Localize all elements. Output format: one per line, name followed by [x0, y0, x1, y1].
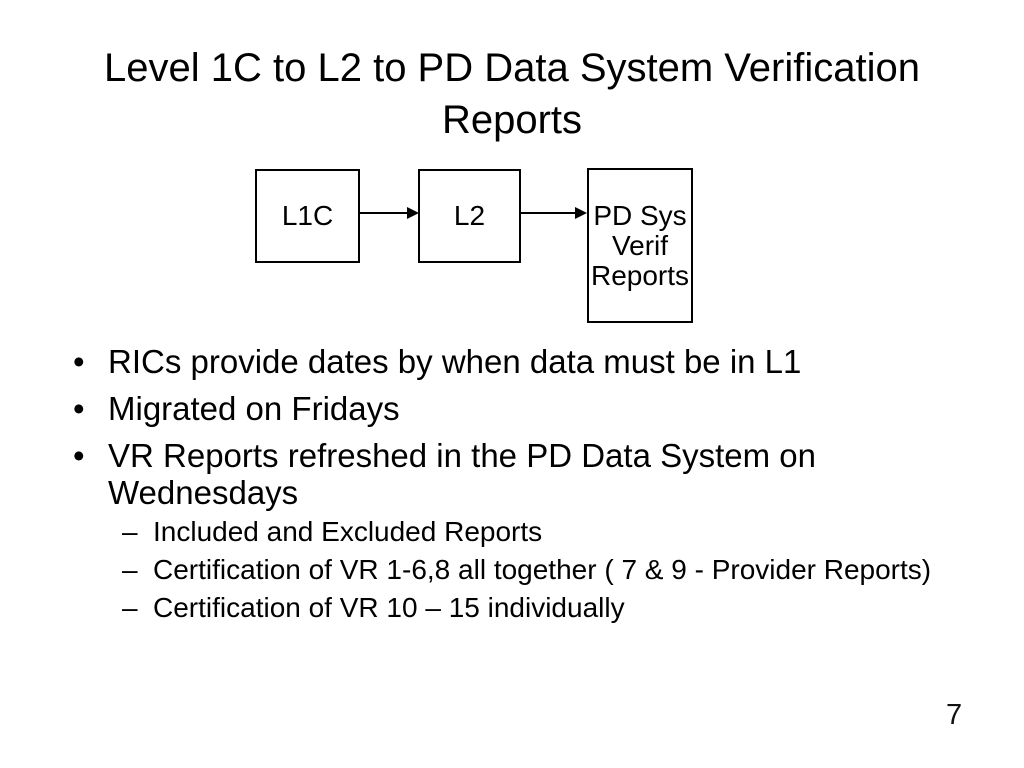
bullet-icon: •: [73, 437, 85, 474]
list-item: • VR Reports refreshed in the PD Data Sy…: [73, 437, 873, 511]
diagram-box-l2: L2: [418, 169, 521, 263]
bullet-icon: •: [73, 343, 85, 380]
sub-bullet-text: Included and Excluded Reports: [153, 516, 543, 547]
bullet-text: Migrated on Fridays: [108, 390, 400, 427]
arrow-head: [575, 207, 587, 219]
bullet-list: • RICs provide dates by when data must b…: [73, 343, 873, 521]
dash-bullet-icon: –: [122, 592, 138, 623]
slide-page-number: 7: [946, 699, 963, 731]
arrow-right-icon: [521, 207, 587, 219]
list-item: • Migrated on Fridays: [73, 390, 873, 427]
sub-bullet-text: Certification of VR 1-6,8 all together (…: [153, 554, 932, 585]
dash-bullet-icon: –: [122, 516, 138, 547]
bullet-icon: •: [73, 390, 85, 427]
bullet-text: VR Reports refreshed in the PD Data Syst…: [108, 437, 816, 511]
dash-bullet-icon: –: [122, 554, 138, 585]
diagram-box-l1c-label: L1C: [281, 200, 334, 231]
arrow-head: [407, 207, 419, 219]
arrow-shaft: [521, 212, 576, 214]
diagram-box-l2-label: L2: [453, 200, 486, 231]
diagram-box-pd-label-line3: Reports: [590, 259, 690, 291]
list-item: • RICs provide dates by when data must b…: [73, 343, 873, 380]
diagram-box-l1c: L1C: [255, 169, 360, 263]
sub-bullet-text: Certification of VR 10 – 15 individually: [153, 592, 625, 623]
list-item: – Certification of VR 1-6,8 all together…: [122, 554, 982, 585]
sub-bullet-list: – Included and Excluded Reports – Certif…: [122, 516, 982, 630]
diagram-box-pd-label-line1: PD Sys: [593, 199, 687, 231]
list-item: – Included and Excluded Reports: [122, 516, 982, 547]
slide-title: Level 1C to L2 to PD Data System Verific…: [104, 46, 920, 142]
bullet-text: RICs provide dates by when data must be …: [108, 343, 802, 380]
arrow-right-icon: [360, 207, 419, 219]
diagram-box-pd-label-line2: Verif: [611, 229, 669, 261]
list-item: – Certification of VR 10 – 15 individual…: [122, 592, 982, 623]
arrow-shaft: [360, 212, 408, 214]
diagram-box-pd-sys-verif-reports: PD Sys Verif Reports: [587, 168, 693, 323]
